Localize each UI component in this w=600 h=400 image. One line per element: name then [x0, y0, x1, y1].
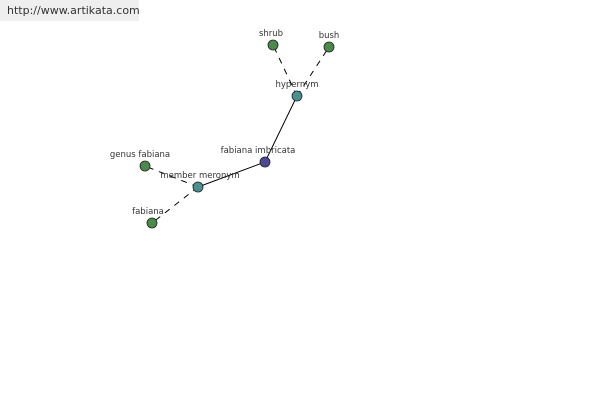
node-hypernym[interactable]: hypernym: [275, 80, 319, 102]
node-label[interactable]: member meronym: [160, 171, 239, 181]
edge-member-meronym-to-genus-fabiana: [144, 165, 199, 188]
node-genus-fabiana[interactable]: genus fabiana: [110, 150, 170, 172]
node-marker[interactable]: [323, 41, 335, 53]
node-marker[interactable]: [259, 156, 271, 168]
edge-fabiana-imbricata-to-member-meronym: [197, 161, 266, 188]
node-bush[interactable]: bush: [319, 31, 340, 53]
node-label[interactable]: fabiana: [132, 207, 164, 217]
nodes: fabiana imbricata hypernym member meronym s…: [110, 29, 340, 229]
node-label[interactable]: bush: [319, 31, 340, 41]
node-marker[interactable]: [291, 90, 303, 102]
node-label[interactable]: hypernym: [275, 80, 318, 90]
node-shrub[interactable]: shrub: [259, 29, 283, 51]
edge-fabiana-imbricata-to-hypernym: [264, 95, 298, 163]
site-url[interactable]: http://www.artikata.com: [7, 4, 140, 17]
node-marker[interactable]: [192, 181, 204, 193]
node-label[interactable]: shrub: [259, 29, 283, 39]
edges: [144, 44, 330, 224]
node-marker[interactable]: [267, 39, 279, 51]
node-member-meronym[interactable]: member meronym: [160, 171, 240, 193]
edge-member-meronym-to-fabiana: [151, 186, 199, 224]
edge-hypernym-to-shrub: [272, 44, 298, 97]
node-label[interactable]: genus fabiana: [110, 150, 170, 160]
node-marker[interactable]: [139, 160, 151, 172]
edge-hypernym-to-bush: [296, 46, 330, 97]
node-marker[interactable]: [146, 217, 158, 229]
url-banner: http://www.artikata.com: [0, 0, 140, 21]
node-label[interactable]: fabiana imbricata: [221, 146, 296, 156]
node-fabiana[interactable]: fabiana: [132, 207, 164, 229]
node-fabiana-imbricata[interactable]: fabiana imbricata: [221, 146, 296, 168]
